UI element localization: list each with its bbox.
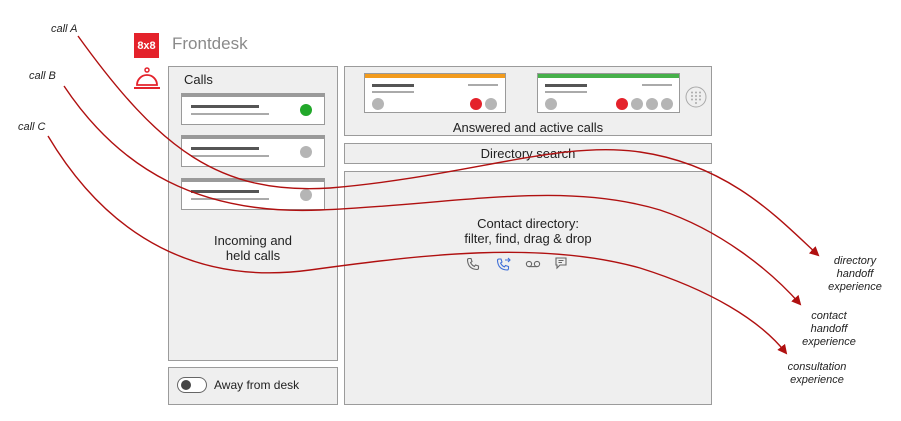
calls-caption-line-1: Incoming and <box>213 233 293 248</box>
chat-icon[interactable] <box>554 256 568 270</box>
active-calls-caption: Answered and active calls <box>452 120 604 135</box>
transfer-dot[interactable] <box>646 98 658 110</box>
annotation-line: directory <box>833 255 877 267</box>
annotation-call-a: call A <box>51 23 78 35</box>
bell-icon <box>134 67 160 89</box>
caller-detail-line <box>191 198 269 200</box>
calls-caption: Incoming and held calls <box>168 233 338 263</box>
avatar-dot <box>372 98 384 110</box>
caller-detail-line <box>191 113 269 115</box>
card-top-bar <box>182 136 324 139</box>
away-label: Away from desk <box>214 378 300 392</box>
caller-name-line <box>191 105 259 108</box>
annotation-line: consultation <box>787 361 847 373</box>
hold-dot[interactable] <box>631 98 643 110</box>
contact-directory-panel <box>344 171 712 405</box>
toggle-knob <box>181 380 191 390</box>
active-call-card-2[interactable] <box>537 73 680 113</box>
brand-logo: 8x8 <box>134 33 159 58</box>
caller-name-line <box>191 190 259 193</box>
directory-caption-line-2: filter, find, drag & drop <box>464 231 592 246</box>
hangup-dot[interactable] <box>470 98 482 110</box>
hold-dot[interactable] <box>485 98 497 110</box>
active-call-card-1[interactable] <box>364 73 506 113</box>
caller-name-line <box>372 84 414 87</box>
annotation-consultation: consultation experience <box>772 361 862 387</box>
app-title: Frontdesk <box>172 34 248 53</box>
dialpad-icon[interactable] <box>684 85 708 109</box>
annotation-call-c: call C <box>18 121 46 133</box>
annotation-call-b: call B <box>29 70 56 82</box>
card-accent-bar <box>538 74 679 78</box>
annotation-contact-handoff: contact handoff experience <box>794 310 864 349</box>
call-timer-line <box>642 84 672 86</box>
annotation-line: experience <box>790 374 844 386</box>
hangup-dot[interactable] <box>616 98 628 110</box>
phone-icon[interactable] <box>466 257 480 271</box>
caller-name-line <box>191 147 259 150</box>
call-card-1[interactable] <box>181 93 325 125</box>
transfer-call-icon[interactable] <box>496 256 512 271</box>
directory-caption-line-1: Contact directory: <box>477 216 579 231</box>
caller-name-line <box>545 84 587 87</box>
annotation-line: handoff <box>810 323 848 335</box>
voicemail-icon[interactable] <box>525 259 541 269</box>
calls-panel-title: Calls <box>184 72 213 87</box>
annotation-line: experience <box>828 281 882 293</box>
annotation-line: handoff <box>836 268 874 280</box>
calls-caption-line-2: held calls <box>225 248 281 263</box>
call-status-dot <box>300 189 312 201</box>
annotation-directory-handoff: directory handoff experience <box>820 255 890 294</box>
directory-search-label: Directory search <box>480 146 576 161</box>
away-toggle[interactable] <box>177 377 207 393</box>
mute-dot[interactable] <box>661 98 673 110</box>
directory-caption: Contact directory: filter, find, drag & … <box>344 216 712 246</box>
card-accent-bar <box>365 74 505 78</box>
annotation-line: contact <box>811 310 847 322</box>
avatar-dot <box>545 98 557 110</box>
card-top-bar <box>182 94 324 97</box>
caller-detail-line <box>372 91 414 93</box>
annotation-line: experience <box>802 336 856 348</box>
caller-detail-line <box>545 91 587 93</box>
call-card-2[interactable] <box>181 135 325 167</box>
call-timer-line <box>468 84 498 86</box>
card-top-bar <box>182 179 324 182</box>
call-status-dot <box>300 146 312 158</box>
caller-detail-line <box>191 155 269 157</box>
call-status-dot <box>300 104 312 116</box>
call-card-3[interactable] <box>181 178 325 210</box>
logo-text: 8x8 <box>137 39 156 52</box>
